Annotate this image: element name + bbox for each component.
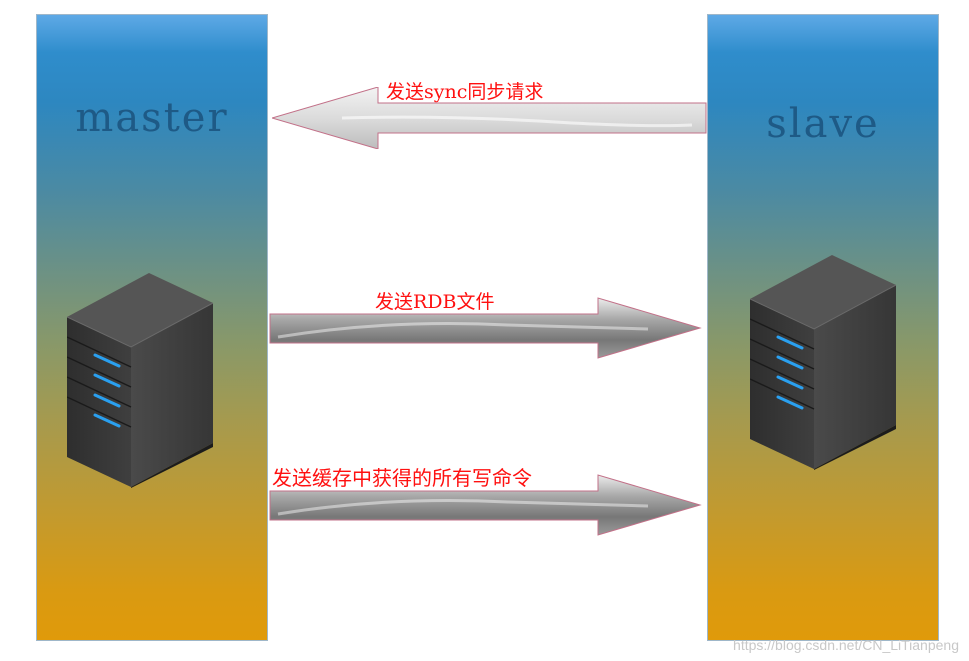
master-panel: master (36, 14, 268, 641)
slave-server-icon (750, 255, 897, 470)
master-server-icon (67, 273, 214, 488)
slave-title: slave (766, 101, 880, 147)
slave-panel: slave (707, 14, 939, 641)
write-commands-arrow (269, 474, 702, 536)
rdb-file-label: 发送RDB文件 (375, 291, 495, 313)
sync-request-label: 发送sync同步请求 (386, 81, 544, 103)
watermark: https://blog.csdn.net/CN_LiTianpeng (733, 637, 959, 653)
write-commands-label: 发送缓存中获得的所有写命令 (272, 466, 532, 490)
master-title: master (75, 95, 229, 141)
rdb-file-arrow (269, 297, 702, 359)
sync-request-arrow (272, 87, 707, 149)
